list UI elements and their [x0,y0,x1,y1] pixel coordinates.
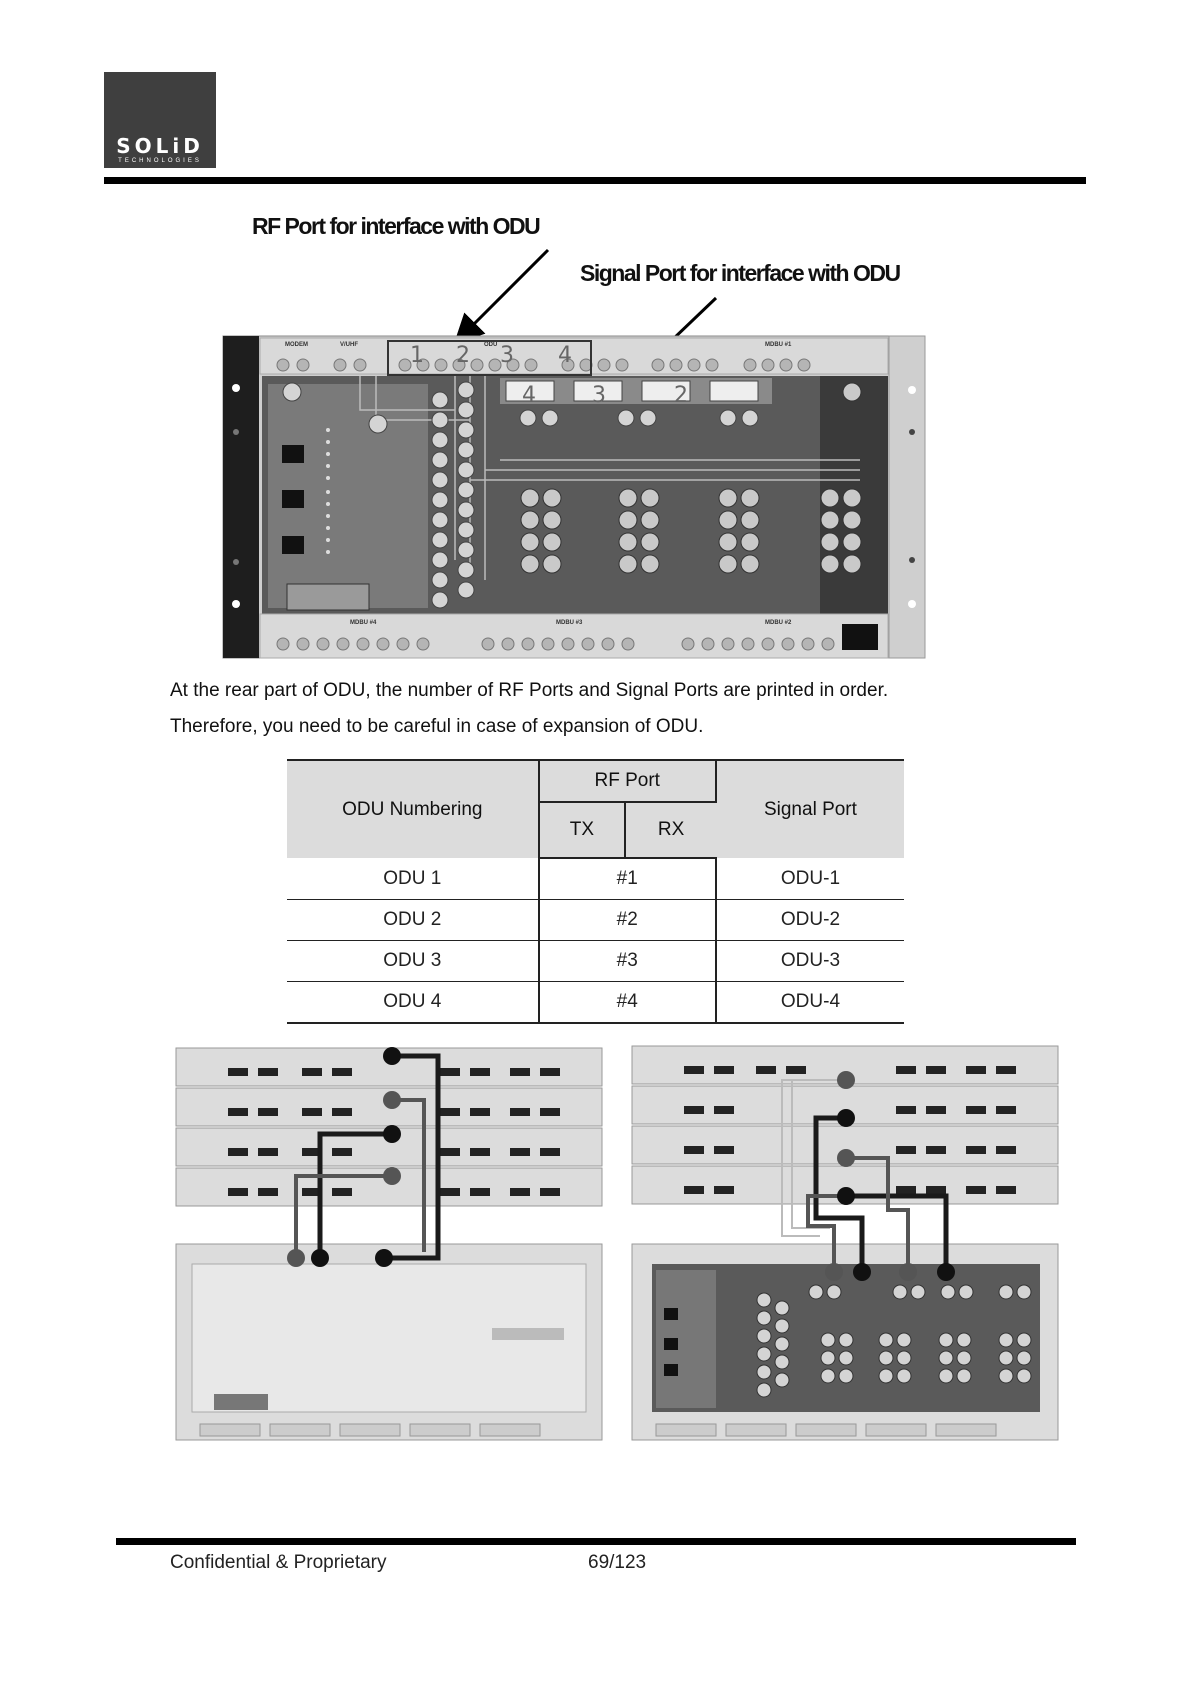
rf-port-arrow [453,248,550,345]
label-mdbu-3: MDBU #3 [556,620,583,626]
logo-subtitle: TECHNOLOGIES [118,158,202,164]
label-mdbu-1: MDBU #1 [765,342,792,348]
body-paragraph-1: At the rear part of ODU, the number of R… [170,680,889,701]
header-signal-port: Signal Port [715,759,904,858]
logo-name: SOLiD [116,134,204,158]
cell-odu-numbering: ODU 3 [287,940,540,982]
cell-signal-port: ODU-2 [715,899,904,941]
rf-port-number: 4 [558,343,572,368]
label-modem: MODEM [285,342,308,348]
header-rf-port: RF Port [538,759,717,802]
header-rx: RX [625,801,716,859]
label-mdbu-2: MDBU #2 [765,620,792,626]
table-row: ODU 2 #2 ODU-2 [287,899,904,941]
solid-logo: SOLiD TECHNOLOGIES [104,72,216,168]
cell-odu-numbering: ODU 1 [287,858,540,900]
header-tx: TX [538,801,627,859]
cell-signal-port: ODU-3 [715,940,904,982]
cell-rf-port: #4 [538,981,717,1024]
cell-signal-port: ODU-1 [715,858,904,900]
rf-port-number: 2 [456,343,470,368]
header-odu-numbering: ODU Numbering [287,759,540,858]
rear-panel-photo: MODEM V/UHF ODU MDBU #1 1 2 3 4 4 3 2 [222,335,926,659]
signal-port-number: 3 [592,383,606,408]
rf-port-number: 3 [500,343,514,368]
cell-rf-port: #1 [538,858,717,900]
cell-rf-port: #3 [538,940,717,982]
body-paragraph-2: Therefore, you need to be careful in cas… [170,716,704,737]
odu-numbering-table: ODU Numbering RF Port Signal Port TX RX … [287,759,904,1024]
cell-odu-numbering: ODU 4 [287,981,540,1024]
label-vhf: V/UHF [340,342,358,348]
cell-signal-port: ODU-4 [715,981,904,1024]
signal-port-number: 4 [522,383,536,408]
rf-port-callout: RF Port for interface with ODU [252,213,541,239]
cell-odu-numbering: ODU 2 [287,899,540,941]
table-row: ODU 3 #3 ODU-3 [287,940,904,982]
signal-port-callout: Signal Port for interface with ODU [580,260,901,286]
signal-port-number: 2 [674,383,688,408]
rack-cabling-diagram-right [631,1045,1059,1441]
footer-rule [116,1538,1076,1545]
footer-confidential: Confidential & Proprietary [170,1552,387,1573]
table-row: ODU 4 #4 ODU-4 [287,981,904,1024]
rack-cabling-diagram-left [175,1047,603,1441]
label-mdbu-4: MDBU #4 [350,620,377,626]
header-rule [104,177,1086,184]
cell-rf-port: #2 [538,899,717,941]
label-odu: ODU [484,342,497,348]
rf-port-number: 1 [410,343,424,368]
page-number: 69/123 [588,1552,647,1573]
table-row: ODU 1 #1 ODU-1 [287,858,904,900]
